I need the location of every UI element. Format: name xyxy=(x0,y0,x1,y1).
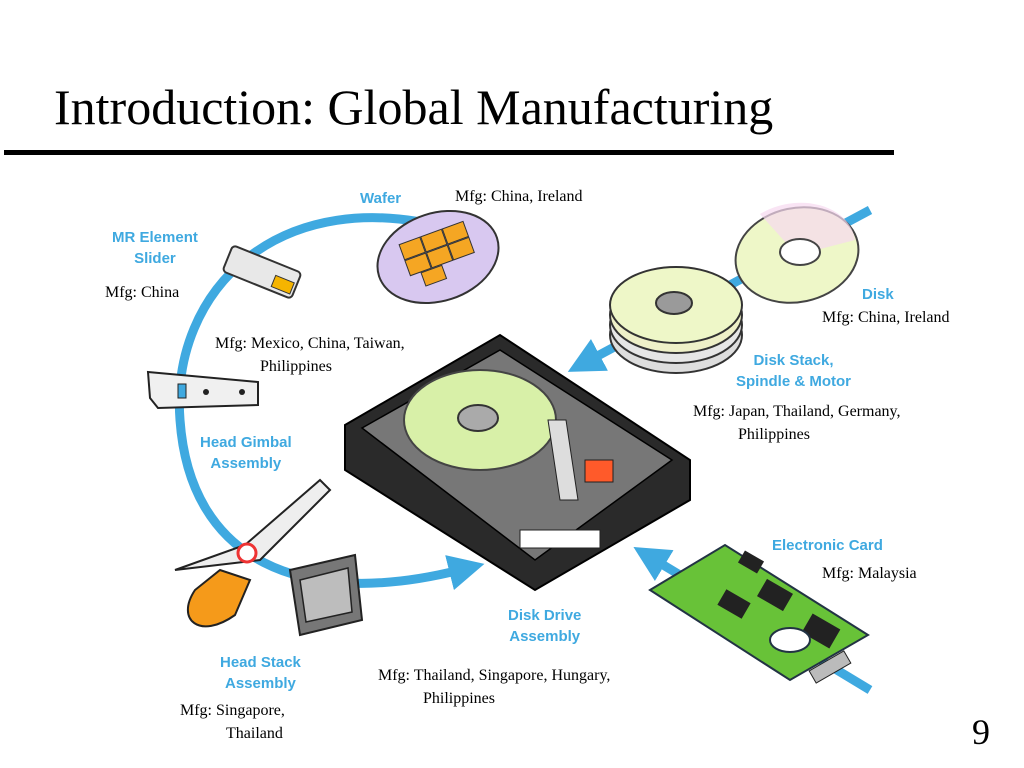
disk-stack-mfg-line2: Philippines xyxy=(738,426,811,443)
disk-mfg: Mfg: China, Ireland xyxy=(822,309,950,326)
hsa-mfg-line1: Mfg: Singapore, xyxy=(180,702,285,719)
head-stack-icon xyxy=(174,478,364,637)
slider-label-line2: Slider xyxy=(134,250,176,267)
disk-stack-label: Disk Stack, Spindle & Motor xyxy=(736,350,851,392)
wafer-label: Wafer xyxy=(360,190,402,207)
disk-stack-mfg-line1: Mfg: Japan, Thailand, Germany, xyxy=(693,403,901,420)
hga-label: Head Gimbal Assembly xyxy=(200,432,292,474)
hsa-mfg: Mfg: Singapore, Thailand xyxy=(180,699,285,745)
page-number: 9 xyxy=(972,712,990,752)
slider-label: MR Element Slider xyxy=(112,227,198,269)
disk-stack-mfg: Mfg: Japan, Thailand, Germany, Philippin… xyxy=(693,400,901,446)
disk-drive-mfg-line2: Philippines xyxy=(423,690,496,707)
electronic-card-mfg: Mfg: Malaysia xyxy=(822,565,917,582)
disk-drive-mfg-line1: Mfg: Thailand, Singapore, Hungary, xyxy=(378,667,611,684)
disk-stack-label-line2: Spindle & Motor xyxy=(736,373,851,390)
slider-icon xyxy=(222,245,302,299)
disk-stack-label-line1: Disk Stack, xyxy=(753,352,834,369)
hsa-label-line1: Head Stack xyxy=(220,654,301,671)
slide-title: Introduction: Global Manufacturing xyxy=(54,79,774,135)
slider-mfg: Mfg: China xyxy=(105,284,180,301)
hga-label-line1: Head Gimbal xyxy=(200,434,292,451)
slider-label-line1: MR Element xyxy=(112,229,198,246)
hga-label-line2: Assembly xyxy=(210,455,282,472)
wafer-icon xyxy=(376,209,500,305)
hsa-label: Head Stack Assembly xyxy=(220,652,301,694)
disk-drive-label-line1: Disk Drive xyxy=(508,607,582,624)
disk-drive-icon xyxy=(344,333,691,592)
hsa-mfg-line2: Thailand xyxy=(226,725,283,742)
electronic-card-label: Electronic Card xyxy=(772,537,883,554)
head-gimbal-icon xyxy=(146,370,259,410)
electronic-card-icon xyxy=(648,543,870,684)
disk-drive-mfg: Mfg: Thailand, Singapore, Hungary, Phili… xyxy=(378,664,610,710)
disk-stack-icon xyxy=(609,266,743,374)
hga-mfg: Mfg: Mexico, China, Taiwan, Philippines xyxy=(215,332,405,378)
disk-drive-label: Disk Drive Assembly xyxy=(508,605,581,647)
disk-label: Disk xyxy=(862,286,894,303)
wafer-mfg: Mfg: China, Ireland xyxy=(455,188,583,205)
title-underline xyxy=(4,150,894,155)
disk-drive-label-line2: Assembly xyxy=(509,628,581,645)
hsa-label-line2: Assembly xyxy=(225,675,296,692)
hga-mfg-line2: Philippines xyxy=(260,358,333,375)
disk-icon xyxy=(734,202,860,304)
hga-mfg-line1: Mfg: Mexico, China, Taiwan, xyxy=(215,335,405,352)
